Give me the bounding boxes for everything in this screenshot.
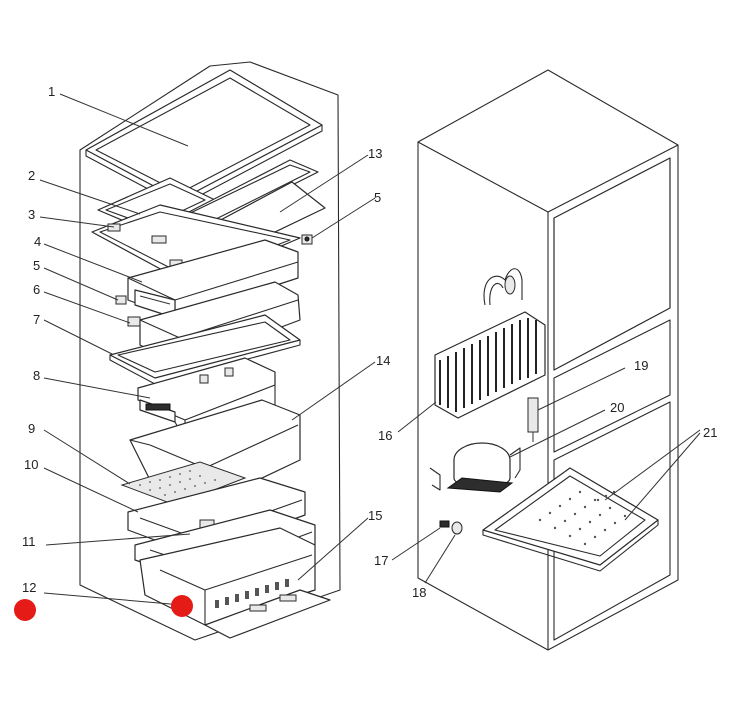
callout-20: 20 [610, 400, 624, 415]
part-19-filter-drier [527, 397, 539, 442]
callout-21: 21 [703, 425, 717, 440]
callout-2: 2 [28, 168, 35, 183]
callout-8: 8 [33, 368, 40, 383]
callout-17: 17 [374, 553, 388, 568]
part-15-base-tray [204, 589, 331, 639]
callout-6: 6 [33, 282, 40, 297]
callout-11: 11 [22, 534, 36, 549]
marker-dot-part-12 [171, 595, 193, 617]
part-16-condenser [434, 268, 546, 419]
marker-dot-left [14, 599, 36, 621]
part-7-glass-cover [109, 314, 301, 385]
cabinet-outline-left [79, 61, 341, 641]
callout-18: 18 [412, 585, 426, 600]
callout-4: 4 [34, 234, 41, 249]
callout-15: 15 [368, 508, 382, 523]
callout-13: 13 [368, 146, 382, 161]
callout-9: 9 [28, 421, 35, 436]
part-17-fitting [439, 520, 450, 528]
cabinet-outline-right [417, 69, 679, 651]
callout-12: 12 [22, 580, 36, 595]
part-20-compressor [429, 442, 521, 493]
callout-7: 7 [33, 312, 40, 327]
callout-16: 16 [378, 428, 392, 443]
part-5-clip-right [301, 234, 313, 245]
leader-lines [39, 93, 701, 606]
callout-1: 1 [48, 84, 55, 99]
part-5-clip-left [115, 295, 127, 305]
part-6-clip [127, 316, 141, 327]
callout-19: 19 [634, 358, 648, 373]
part-9-filter-mesh [120, 461, 247, 506]
callout-5-right: 5 [374, 190, 381, 205]
callout-14: 14 [376, 353, 390, 368]
part-21-drip-tray [482, 467, 659, 572]
callout-10: 10 [24, 457, 38, 472]
part-3-shelf [91, 204, 301, 286]
callout-labels: 1 2 3 4 5 6 7 8 9 10 11 12 13 5 14 15 16… [22, 84, 717, 600]
callout-3: 3 [28, 207, 35, 222]
callout-5-left: 5 [33, 258, 40, 273]
part-18-fitting [451, 521, 463, 535]
